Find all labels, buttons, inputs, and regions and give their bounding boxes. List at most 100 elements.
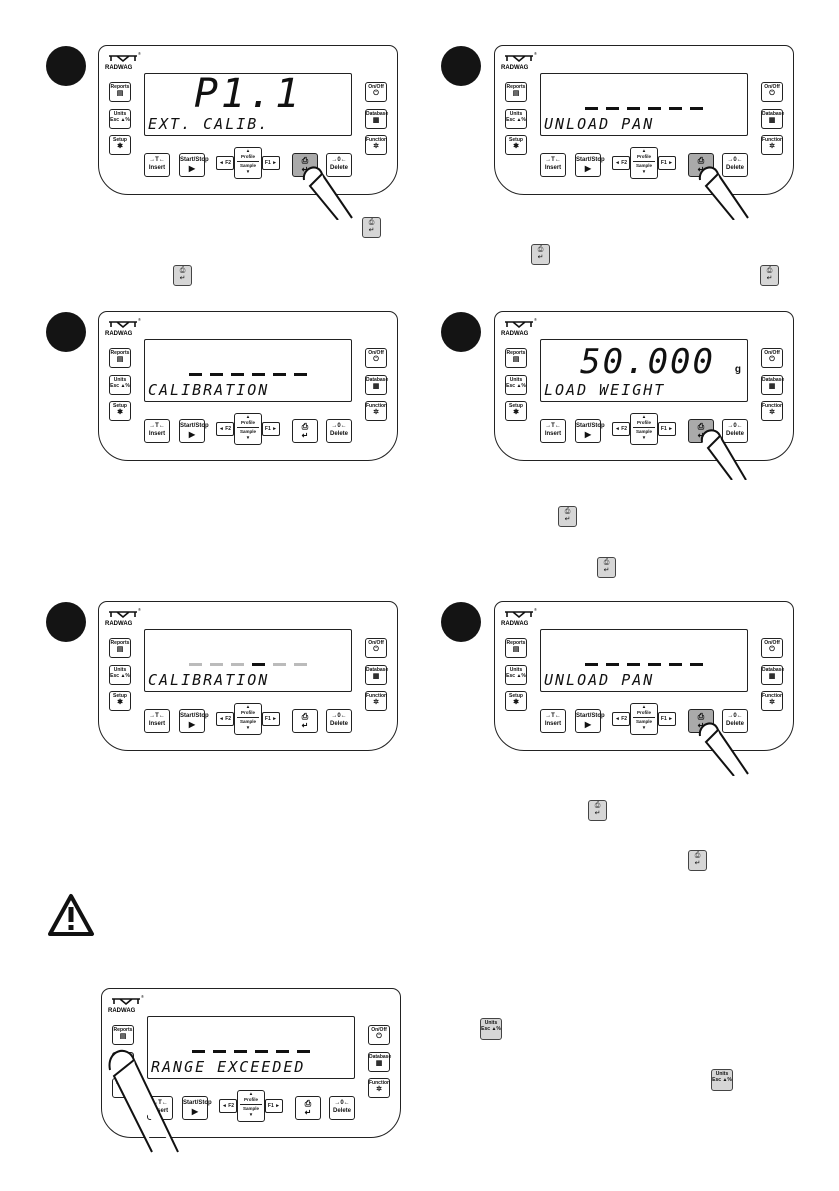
f1-right-key[interactable]: F1 ►	[658, 712, 676, 726]
tare-insert-key[interactable]: →T←Insert	[540, 153, 566, 177]
profile-sample-key[interactable]: ▲ Profile Sample ▼	[237, 1090, 265, 1122]
reports-key-label: Reports	[506, 84, 526, 90]
on-off-key[interactable]: On/Off⏻	[365, 82, 387, 102]
function-key[interactable]: Function✲	[761, 401, 783, 421]
print-icon: ⎙	[301, 156, 309, 165]
database-icon: ▦	[375, 1060, 383, 1067]
start-stop-key[interactable]: Start/Stop▶	[182, 1096, 212, 1120]
navigation-cluster: ◄ F2 ▲ Profile Sample ▼ F1 ►	[612, 147, 676, 179]
on-off-key[interactable]: On/Off⏻	[761, 638, 783, 658]
weight-percent-icon: ▲	[120, 673, 126, 679]
profile-sample-key[interactable]: ▲ Profile Sample ▼	[234, 703, 262, 735]
database-key[interactable]: Database▦	[761, 665, 784, 685]
f1-right-key[interactable]: F1 ►	[658, 422, 676, 436]
start-stop-label: Start/Stop	[180, 157, 209, 163]
svg-text:RADWAG: RADWAG	[501, 331, 529, 337]
database-key[interactable]: Database▦	[368, 1052, 392, 1072]
start-stop-key[interactable]: Start/Stop▶	[179, 153, 209, 177]
start-stop-key[interactable]: Start/Stop▶	[179, 419, 209, 443]
start-stop-key[interactable]: Start/Stop▶	[575, 419, 605, 443]
reports-key[interactable]: Reports▤	[109, 348, 131, 368]
f2-left-key[interactable]: ◄ F2	[612, 712, 630, 726]
zero-delete-key[interactable]: →0←Delete	[326, 419, 352, 443]
f2-left-key[interactable]: ◄ F2	[612, 156, 630, 170]
start-stop-key[interactable]: Start/Stop▶	[575, 153, 605, 177]
on-off-key[interactable]: On/Off⏻	[761, 82, 783, 102]
zero-delete-key[interactable]: →0←Delete	[329, 1096, 355, 1120]
reports-key[interactable]: Reports▤	[112, 1025, 134, 1045]
function-key[interactable]: Function✲	[368, 1078, 390, 1098]
setup-key[interactable]: Setup✱	[505, 135, 527, 155]
display-message: CALIBRATION	[148, 381, 270, 399]
setup-key[interactable]: Setup✱	[109, 401, 131, 421]
reports-key[interactable]: Reports▤	[505, 82, 527, 102]
f1-right-key[interactable]: F1 ►	[262, 156, 280, 170]
profile-label: Profile	[240, 710, 255, 715]
setup-key[interactable]: Setup✱	[109, 691, 131, 711]
f2-left-key[interactable]: ◄ F2	[216, 422, 234, 436]
database-key[interactable]: Database▦	[761, 375, 784, 395]
f1-right-key[interactable]: F1 ►	[658, 156, 676, 170]
on-off-key[interactable]: On/Off⏻	[368, 1025, 390, 1045]
profile-sample-key[interactable]: ▲ Profile Sample ▼	[234, 413, 262, 445]
reports-key[interactable]: Reports▤	[505, 348, 527, 368]
function-key[interactable]: Function✲	[365, 135, 387, 155]
setup-key[interactable]: Setup✱	[505, 691, 527, 711]
database-key[interactable]: Database▦	[761, 109, 784, 129]
setup-key[interactable]: Setup✱	[109, 135, 131, 155]
profile-sample-key[interactable]: ▲ Profile Sample ▼	[630, 703, 658, 735]
database-key[interactable]: Database▦	[365, 375, 388, 395]
zero-delete-key[interactable]: →0←Delete	[722, 153, 748, 177]
function-key[interactable]: Function✲	[365, 691, 387, 711]
enter-key[interactable]: ⎙↵	[292, 419, 318, 443]
reports-key[interactable]: Reports▤	[109, 82, 131, 102]
tare-insert-key[interactable]: →T←Insert	[540, 709, 566, 733]
zero-delete-key[interactable]: →0←Delete	[722, 709, 748, 733]
f1-right-key[interactable]: F1 ►	[262, 422, 280, 436]
f2-left-key[interactable]: ◄ F2	[219, 1099, 237, 1113]
setup-key[interactable]: Setup✱	[505, 401, 527, 421]
start-stop-key[interactable]: Start/Stop▶	[575, 709, 605, 733]
database-key-label: Database	[369, 1054, 392, 1060]
database-key[interactable]: Database▦	[365, 109, 388, 129]
f2-left-key[interactable]: ◄ F2	[612, 422, 630, 436]
function-key[interactable]: Function✲	[761, 691, 783, 711]
reports-key[interactable]: Reports▤	[109, 638, 131, 658]
reports-key[interactable]: Reports▤	[505, 638, 527, 658]
function-key[interactable]: Function✲	[365, 401, 387, 421]
zero-delete-key[interactable]: →0←Delete	[722, 419, 748, 443]
radwag-logo: RADWAG ®	[501, 50, 537, 72]
tare-insert-key[interactable]: →T←Insert	[144, 153, 170, 177]
function-key[interactable]: Function✲	[761, 135, 783, 155]
profile-sample-key[interactable]: ▲ Profile Sample ▼	[630, 147, 658, 179]
esc-key-label: Esc	[506, 673, 516, 679]
f2-left-key[interactable]: ◄ F2	[216, 712, 234, 726]
tare-insert-key[interactable]: →T←Insert	[144, 419, 170, 443]
on-off-key[interactable]: On/Off⏻	[365, 638, 387, 658]
f2-left-key[interactable]: ◄ F2	[216, 156, 234, 170]
play-icon: ▶	[188, 430, 196, 439]
f1-right-key[interactable]: F1 ►	[262, 712, 280, 726]
database-key[interactable]: Database▦	[365, 665, 388, 685]
on-off-key[interactable]: On/Off⏻	[365, 348, 387, 368]
on-off-key-label: On/Off	[368, 350, 384, 356]
f1-right-key[interactable]: F1 ►	[265, 1099, 283, 1113]
tare-insert-key[interactable]: →T←Insert	[144, 709, 170, 733]
start-stop-key[interactable]: Start/Stop▶	[179, 709, 209, 733]
percent-label: %	[521, 117, 526, 123]
profile-sample-key[interactable]: ▲ Profile Sample ▼	[630, 413, 658, 445]
on-off-key-label: On/Off	[368, 640, 384, 646]
profile-sample-key[interactable]: ▲ Profile Sample ▼	[234, 147, 262, 179]
zero-delete-key[interactable]: →0←Delete	[326, 709, 352, 733]
on-off-key[interactable]: On/Off⏻	[761, 348, 783, 368]
enter-key[interactable]: ⎙↵	[295, 1096, 321, 1120]
tare-insert-key[interactable]: →T←Insert	[540, 419, 566, 443]
zero-delete-key[interactable]: →0←Delete	[326, 153, 352, 177]
enter-key[interactable]: ⎙↵	[292, 709, 318, 733]
